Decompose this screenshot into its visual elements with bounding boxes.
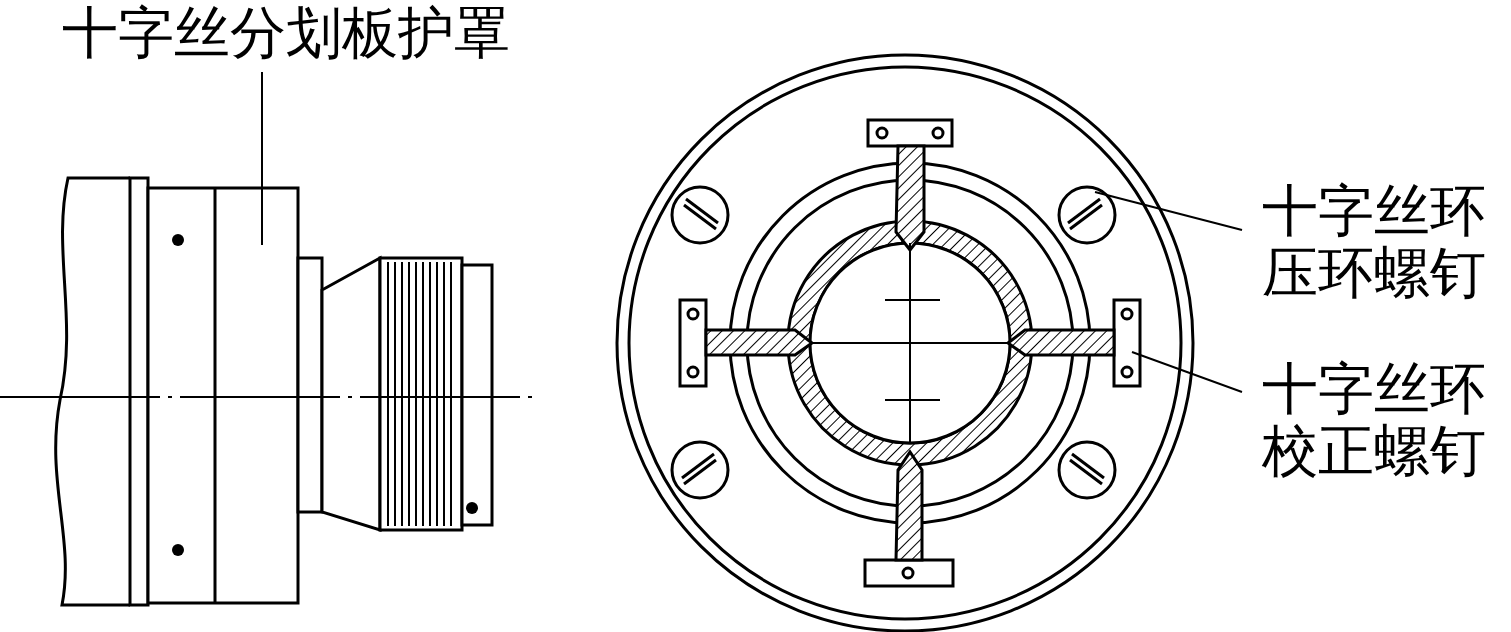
front-view xyxy=(617,55,1242,631)
part-callout: 十字丝环 校正螺钉 xyxy=(1262,358,1507,481)
side-view xyxy=(0,72,540,605)
part-callout: 十字丝环 压环螺钉 xyxy=(1262,180,1507,303)
leader-line xyxy=(1132,352,1242,392)
leader-line xyxy=(261,72,263,245)
part-label: 十字丝分划板护罩 xyxy=(62,2,532,64)
leader-line xyxy=(1095,192,1242,230)
